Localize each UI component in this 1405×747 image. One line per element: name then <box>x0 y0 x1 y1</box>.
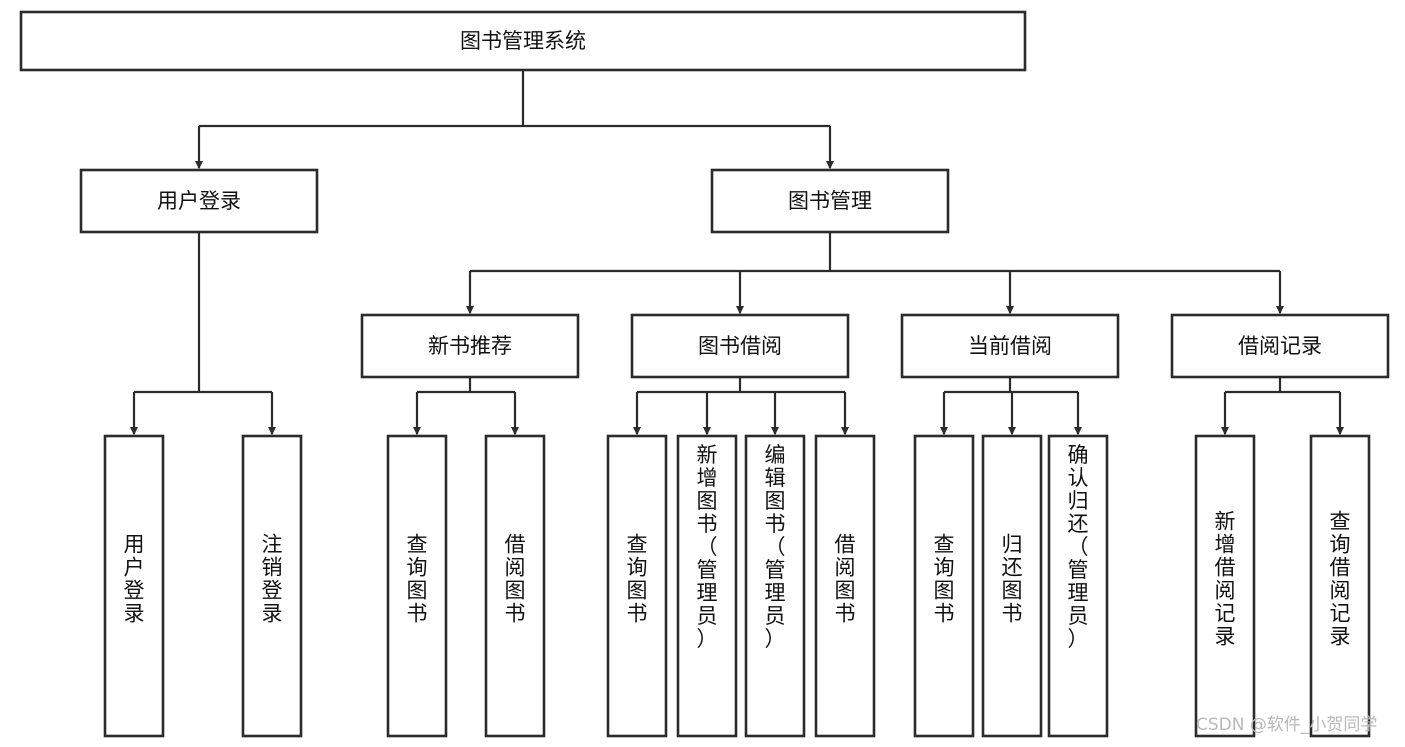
node-box-leaf-add-book-admin[interactable] <box>676 434 738 738</box>
node-leaf-return-book[interactable]: 归还图书 <box>981 434 1043 738</box>
node-box-new-book-recommend[interactable] <box>360 313 580 379</box>
node-label-leaf-confirm-return-admin: 确认归还（管理员） <box>1068 443 1089 651</box>
node-box-leaf-query-book-3[interactable] <box>913 434 975 738</box>
node-leaf-edit-book-admin[interactable]: 编辑图书（管理员） <box>744 434 806 738</box>
node-leaf-borrow-book-1[interactable]: 借阅图书 <box>484 434 546 738</box>
node-leaf-query-book-3[interactable]: 查询图书 <box>913 434 975 738</box>
node-leaf-logout-login[interactable]: 注销登录 <box>241 434 303 738</box>
node-box-leaf-borrow-book-2[interactable] <box>814 434 876 738</box>
node-box-leaf-query-book-1[interactable] <box>386 434 448 738</box>
node-label-borrow-record: 借阅记录 <box>1238 334 1322 358</box>
edges-layer <box>129 70 1345 436</box>
node-label-leaf-user-login: 用户登录 <box>124 533 145 626</box>
node-label-leaf-return-book: 归还图书 <box>1002 533 1023 626</box>
node-leaf-query-book-2[interactable]: 查询图书 <box>606 434 668 738</box>
node-box-book-manage[interactable] <box>710 168 950 234</box>
node-leaf-query-borrow-record[interactable]: 查询借阅记录 <box>1309 434 1371 738</box>
node-box-leaf-query-book-2[interactable] <box>606 434 668 738</box>
node-box-borrow-record[interactable] <box>1170 313 1390 379</box>
node-label-leaf-logout-login: 注销登录 <box>262 533 283 626</box>
node-box-leaf-user-login[interactable] <box>103 434 165 738</box>
node-box-leaf-logout-login[interactable] <box>241 434 303 738</box>
node-label-leaf-query-borrow-record: 查询借阅记录 <box>1330 510 1351 649</box>
node-book-manage[interactable]: 图书管理 <box>710 168 950 234</box>
node-label-current-borrow: 当前借阅 <box>968 334 1052 358</box>
node-box-leaf-confirm-return-admin[interactable] <box>1047 434 1109 738</box>
node-label-leaf-borrow-book-2: 借阅图书 <box>835 533 856 626</box>
node-label-leaf-edit-book-admin: 编辑图书（管理员） <box>765 443 786 651</box>
nodes-layer: 图书管理系统用户登录图书管理新书推荐图书借阅当前借阅借阅记录用户登录注销登录查询… <box>19 10 1390 738</box>
node-box-leaf-edit-book-admin[interactable] <box>744 434 806 738</box>
node-label-new-book-recommend: 新书推荐 <box>428 334 512 358</box>
node-label-book-manage: 图书管理 <box>788 189 872 213</box>
node-label-leaf-add-book-admin: 新增图书（管理员） <box>697 443 718 651</box>
node-box-root[interactable] <box>19 10 1027 72</box>
node-leaf-confirm-return-admin[interactable]: 确认归还（管理员） <box>1047 434 1109 738</box>
node-leaf-borrow-book-2[interactable]: 借阅图书 <box>814 434 876 738</box>
node-label-leaf-add-borrow-record: 新增借阅记录 <box>1215 510 1236 649</box>
node-leaf-query-book-1[interactable]: 查询图书 <box>386 434 448 738</box>
csdn-watermark: CSDN @软件_小贺同学 <box>1196 715 1377 735</box>
node-current-borrow[interactable]: 当前借阅 <box>900 313 1120 379</box>
node-leaf-add-borrow-record[interactable]: 新增借阅记录 <box>1194 434 1256 738</box>
node-box-leaf-add-borrow-record[interactable] <box>1194 434 1256 738</box>
node-box-current-borrow[interactable] <box>900 313 1120 379</box>
node-box-user-login[interactable] <box>79 168 319 234</box>
node-box-leaf-return-book[interactable] <box>981 434 1043 738</box>
node-leaf-add-book-admin[interactable]: 新增图书（管理员） <box>676 434 738 738</box>
node-label-leaf-query-book-2: 查询图书 <box>627 533 648 626</box>
node-user-login[interactable]: 用户登录 <box>79 168 319 234</box>
node-label-leaf-query-book-3: 查询图书 <box>934 533 955 626</box>
node-box-book-borrow[interactable] <box>630 313 850 379</box>
node-label-user-login: 用户登录 <box>157 189 241 213</box>
node-new-book-recommend[interactable]: 新书推荐 <box>360 313 580 379</box>
node-label-leaf-query-book-1: 查询图书 <box>407 533 428 626</box>
node-leaf-user-login[interactable]: 用户登录 <box>103 434 165 738</box>
node-borrow-record[interactable]: 借阅记录 <box>1170 313 1390 379</box>
node-book-borrow[interactable]: 图书借阅 <box>630 313 850 379</box>
node-box-leaf-query-borrow-record[interactable] <box>1309 434 1371 738</box>
node-label-book-borrow: 图书借阅 <box>698 334 782 358</box>
node-label-leaf-borrow-book-1: 借阅图书 <box>505 533 526 626</box>
node-label-root: 图书管理系统 <box>460 29 586 53</box>
node-root[interactable]: 图书管理系统 <box>19 10 1027 72</box>
node-box-leaf-borrow-book-1[interactable] <box>484 434 546 738</box>
